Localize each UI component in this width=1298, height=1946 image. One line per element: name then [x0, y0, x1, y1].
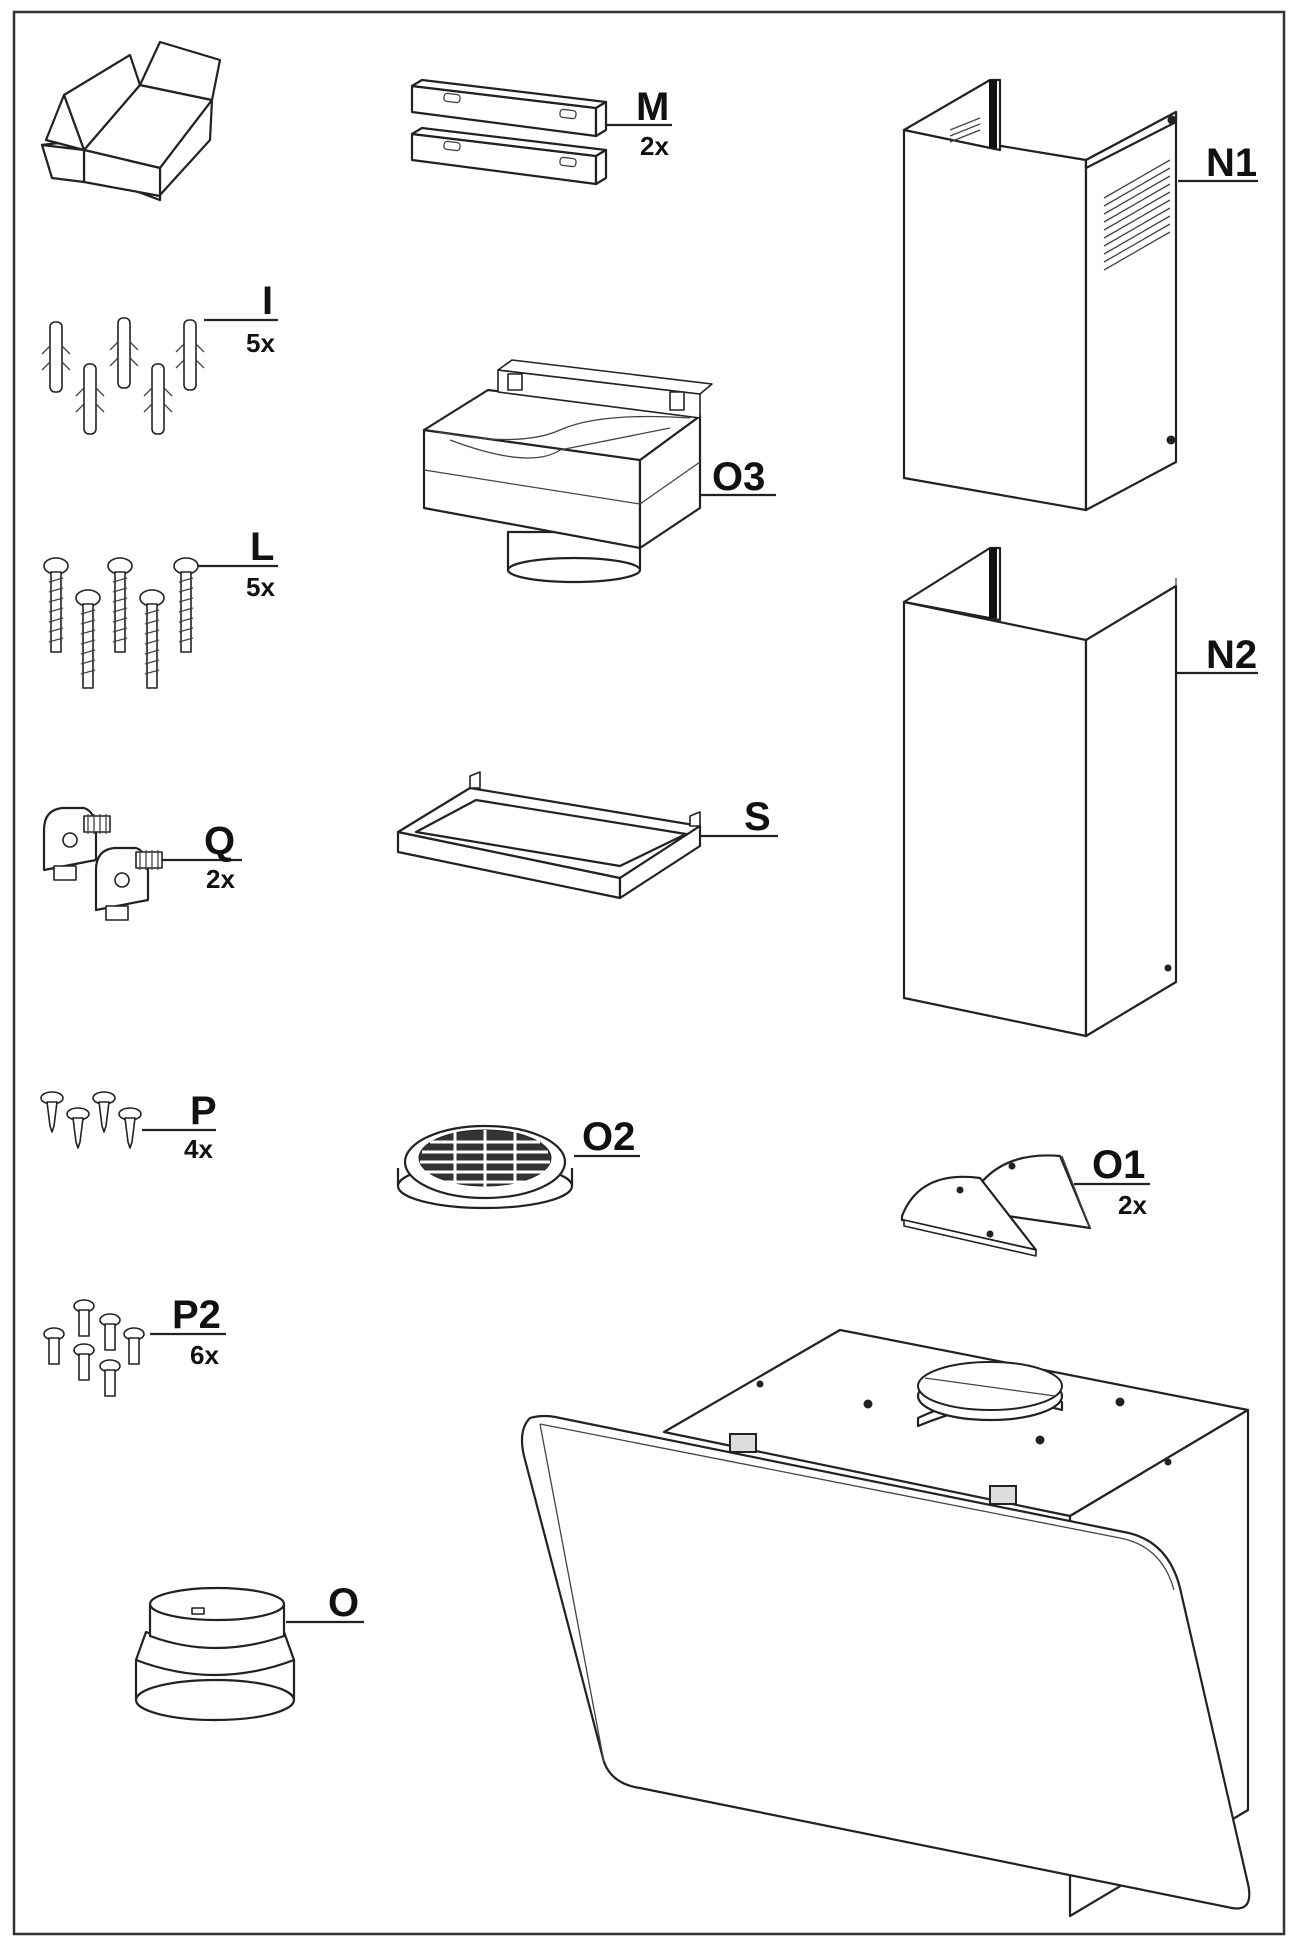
part-q-fixing-brackets: [42, 806, 242, 921]
part-p-screws: [40, 1091, 216, 1149]
part-o2-grille-filter: [396, 1124, 640, 1210]
label-o3: O3: [712, 455, 765, 499]
label-o: O: [328, 1581, 359, 1625]
label-i: I: [262, 279, 273, 323]
label-p2: P2: [172, 1293, 221, 1337]
diagram-frame: [12, 10, 1286, 1936]
part-i-wall-plugs: [41, 317, 278, 435]
packaging-box: [40, 40, 222, 202]
qty-p: 4x: [184, 1134, 213, 1164]
label-q: Q: [204, 819, 235, 863]
qty-q: 2x: [206, 864, 235, 894]
part-s-support-frame: [396, 771, 778, 900]
part-p2-screws: [43, 1299, 226, 1397]
part-m-brackets: [410, 78, 672, 186]
qty-p2: 6x: [190, 1340, 219, 1370]
label-s: S: [744, 795, 771, 839]
part-o1-backdraft-flaps: [900, 1154, 1150, 1257]
part-l-screws: [43, 557, 278, 689]
qty-o1: 2x: [1118, 1190, 1147, 1220]
qty-m: 2x: [640, 131, 669, 161]
part-n2-lower-chimney: [902, 546, 1258, 1038]
label-n1: N1: [1206, 141, 1257, 185]
label-p: P: [190, 1089, 217, 1133]
label-o1: O1: [1092, 1143, 1145, 1187]
label-n2: N2: [1206, 633, 1257, 677]
hood-body: [520, 1328, 1251, 1918]
part-o-reducer: [134, 1586, 364, 1722]
qty-i: 5x: [246, 328, 275, 358]
label-m: M: [636, 85, 669, 129]
qty-l: 5x: [246, 572, 275, 602]
part-n1-upper-chimney: [902, 78, 1258, 512]
part-o3-duct-adapter: [422, 359, 776, 584]
label-l: L: [250, 525, 274, 569]
label-o2: O2: [582, 1115, 635, 1159]
